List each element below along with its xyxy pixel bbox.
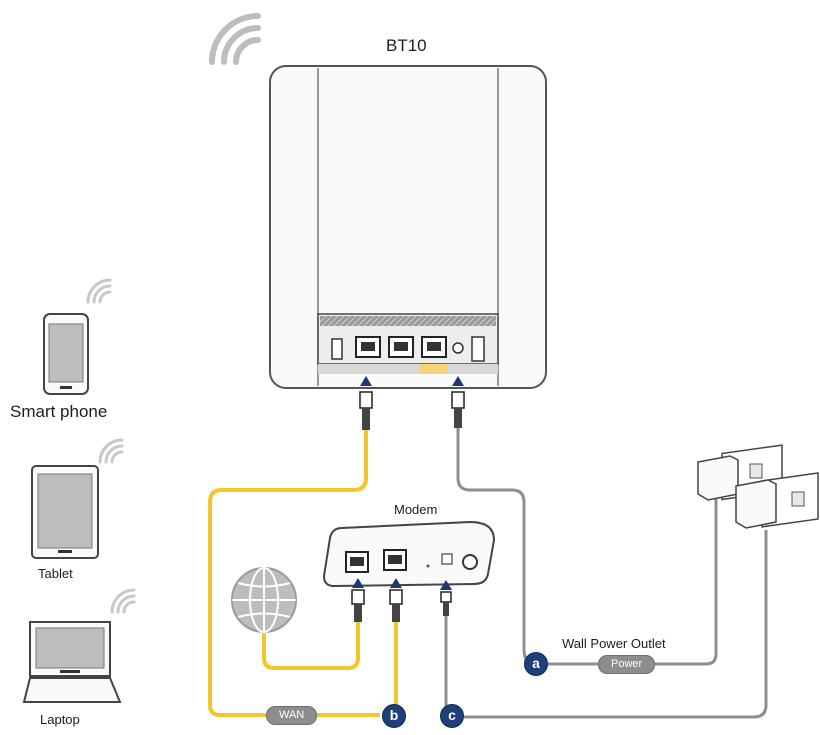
smartphone (43, 313, 89, 395)
ethernet-port-icon (383, 549, 407, 571)
step-badge-b: b (382, 704, 406, 728)
power-cable-label: Power (598, 655, 656, 674)
internet-cable (262, 620, 360, 670)
ethernet-port-icon (388, 336, 414, 358)
power-adapter (697, 455, 777, 529)
smartphone-label: Smart phone (10, 402, 108, 421)
router-title: BT10 (386, 36, 427, 55)
smartphone-wifi-icon (86, 278, 112, 304)
tablet-wifi-icon (98, 438, 124, 464)
modem-power-cable (444, 530, 768, 719)
ethernet-plug-icon (351, 589, 365, 622)
router-bt10 (269, 65, 547, 389)
laptop-label: Laptop (40, 712, 80, 727)
tablet-label: Tablet (38, 566, 73, 581)
ethernet-port-icon (345, 551, 369, 573)
modem-label: Modem (394, 502, 438, 517)
modem (322, 520, 496, 588)
laptop (22, 621, 122, 703)
power-plug-icon (440, 591, 452, 616)
ethernet-port-icon (355, 336, 381, 358)
step-badge-c: c (440, 704, 464, 728)
tablet (31, 465, 99, 559)
ethernet-plug-icon (389, 589, 403, 622)
ethernet-port-icon (421, 336, 447, 358)
ethernet-plug-icon (359, 391, 373, 430)
laptop-wifi-icon (110, 588, 136, 614)
step-badge-a: a (524, 652, 548, 676)
wan-cable-label: WAN (266, 706, 318, 725)
wan-cable (208, 430, 380, 717)
wall-power-outlet-label: Wall Power Outlet (562, 636, 666, 651)
power-plug-icon (451, 391, 465, 428)
router-wifi-icon (209, 13, 261, 65)
globe-icon (231, 567, 297, 633)
router-power-cable (456, 428, 718, 666)
